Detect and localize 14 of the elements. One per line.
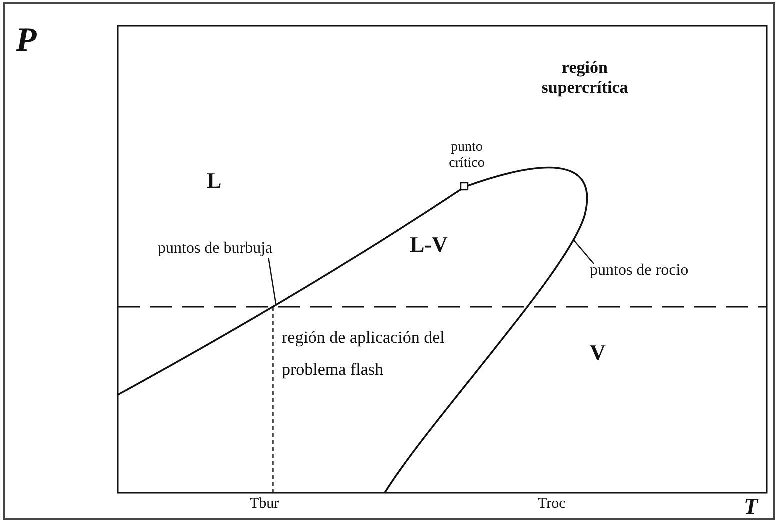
axis-label: P: [16, 22, 37, 60]
axis-tick-label: Tbur: [250, 496, 280, 513]
callout-text: puntos de burbuja: [158, 240, 273, 258]
point-label: punto crítico: [448, 140, 486, 172]
leader-line: [573, 240, 594, 264]
callout-text: puntos de rocio: [590, 262, 689, 280]
axis-tick-label: Troc: [538, 496, 566, 513]
region-label: región supercrítica: [540, 58, 630, 98]
phase-label: L: [207, 168, 222, 194]
phase-label: L-V: [410, 232, 448, 258]
axis-label: T: [744, 495, 758, 518]
region-label: región de aplicación del problema flash: [282, 327, 446, 382]
phase-label: V: [590, 340, 606, 366]
leader-line: [268, 258, 277, 306]
